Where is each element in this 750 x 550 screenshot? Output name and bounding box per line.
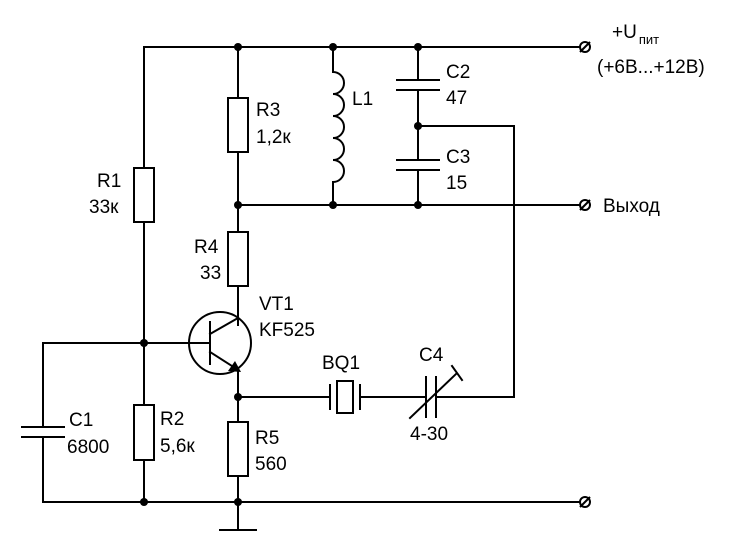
bq1-ref-label: BQ1 bbox=[322, 353, 360, 374]
r2-resistor bbox=[133, 404, 155, 461]
wires bbox=[42, 46, 581, 531]
c4-value-label: 4-30 bbox=[410, 424, 448, 445]
junction-dot bbox=[140, 498, 148, 506]
r4-value-label: 33 bbox=[200, 263, 221, 284]
c2-ref-label: C2 bbox=[446, 62, 470, 83]
ground-rail-terminal bbox=[579, 496, 591, 508]
junction-dot bbox=[329, 43, 337, 51]
r2-value-label: 5,6к bbox=[160, 436, 195, 457]
supply-label-main: +U bbox=[612, 22, 637, 43]
vt1-ref-label: VT1 bbox=[259, 294, 294, 315]
vt1-value-label: KF525 bbox=[259, 320, 315, 341]
r1-value-label: 33к bbox=[89, 197, 119, 218]
junction-dot bbox=[234, 393, 242, 401]
output-label: Выход bbox=[603, 196, 660, 217]
junction-dot bbox=[414, 43, 422, 51]
c3-ref-label: C3 bbox=[446, 147, 470, 168]
junction-dot bbox=[234, 43, 242, 51]
r1-resistor bbox=[133, 167, 155, 223]
junction-dots bbox=[140, 43, 422, 506]
supply-terminal bbox=[579, 41, 591, 53]
c1-ref-label: C1 bbox=[69, 410, 93, 431]
r4-ref-label: R4 bbox=[194, 237, 219, 258]
output-terminal bbox=[579, 199, 591, 211]
r5-value-label: 560 bbox=[255, 454, 287, 475]
l1-inductor bbox=[332, 71, 345, 183]
supply-range-label: (+6В...+12В) bbox=[597, 57, 705, 78]
r4-resistor bbox=[227, 231, 249, 287]
junction-dot bbox=[234, 201, 242, 209]
junction-dot bbox=[414, 122, 422, 130]
junction-dot bbox=[140, 339, 148, 347]
r3-resistor bbox=[227, 97, 249, 153]
c4-trimmer-capacitor bbox=[408, 364, 464, 420]
supply-label-sub: пит bbox=[639, 32, 659, 47]
l1-ref-label: L1 bbox=[352, 89, 373, 110]
vt1-transistor bbox=[188, 311, 252, 376]
r3-ref-label: R3 bbox=[256, 100, 280, 121]
c1-value-label: 6800 bbox=[67, 437, 109, 458]
c3-capacitor bbox=[396, 159, 440, 171]
c2-value-label: 47 bbox=[446, 88, 467, 109]
c4-ref-label: C4 bbox=[419, 345, 444, 366]
r2-ref-label: R2 bbox=[160, 409, 184, 430]
junction-dot bbox=[234, 498, 242, 506]
c3-value-label: 15 bbox=[446, 173, 467, 194]
emitter-arrow-icon bbox=[228, 361, 241, 372]
r3-value-label: 1,2к bbox=[256, 127, 291, 148]
r5-ref-label: R5 bbox=[255, 428, 279, 449]
c1-capacitor bbox=[21, 426, 65, 438]
c2-capacitor bbox=[396, 79, 440, 91]
bq1-crystal bbox=[329, 380, 361, 414]
r5-resistor bbox=[227, 421, 249, 477]
r1-ref-label: R1 bbox=[97, 171, 121, 192]
junction-dot bbox=[329, 201, 337, 209]
junction-dot bbox=[414, 201, 422, 209]
